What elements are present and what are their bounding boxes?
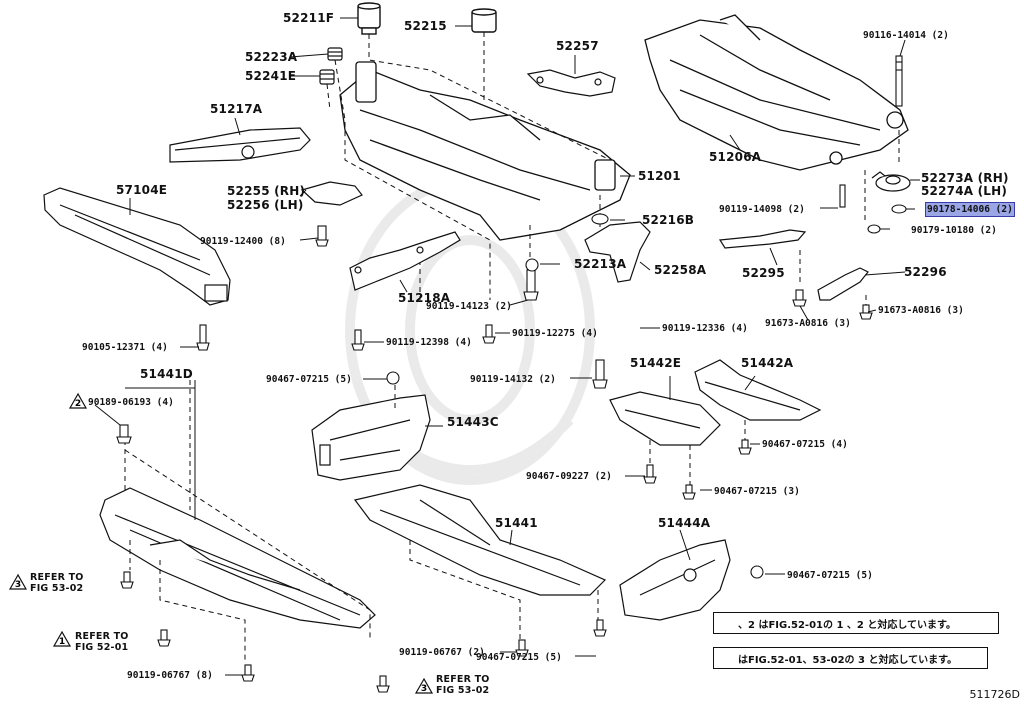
svg-text:3: 3	[15, 580, 21, 590]
crossmember-51201-shape[interactable]	[339, 61, 631, 241]
label-51201[interactable]: 51201	[638, 169, 681, 183]
fasteners-lower	[116, 371, 764, 693]
bolts-right	[792, 289, 873, 320]
label-52258A[interactable]: 52258A	[654, 263, 707, 277]
label-51444A[interactable]: 51444A	[658, 516, 711, 530]
label-90119-14123[interactable]: 90119-14123 (2)	[426, 301, 512, 312]
stopper-52223A-shape[interactable]	[327, 47, 343, 61]
label-52255[interactable]: 52255 (RH)	[227, 184, 306, 198]
ref-triangle-1: 1	[52, 630, 72, 647]
label-90178-14006-highlighted[interactable]: 90178-14006 (2)	[925, 202, 1015, 217]
label-51441[interactable]: 51441	[495, 516, 538, 530]
cover-51441-shape[interactable]	[353, 484, 607, 596]
label-91673-A0816-b[interactable]: 91673-A0816 (3)	[878, 305, 964, 316]
leader-lines-solid	[94, 17, 920, 676]
label-52296[interactable]: 52296	[904, 265, 947, 279]
label-51218A[interactable]: 51218A	[398, 291, 451, 305]
label-90119-14132[interactable]: 90119-14132 (2)	[470, 374, 556, 385]
rear-crossmember-51206A-shape[interactable]	[644, 14, 909, 171]
label-52273A[interactable]: 52273A (RH)	[921, 171, 1009, 185]
refer-fig-52-01[interactable]: REFER TO FIG 52-01	[75, 631, 129, 653]
refer-fig-53-02-a[interactable]: REFER TO FIG 53-02	[30, 572, 84, 594]
label-52216B[interactable]: 52216B	[642, 213, 695, 227]
label-90119-06767-8[interactable]: 90119-06767 (8)	[127, 670, 213, 681]
label-90467-07215-3[interactable]: 90467-07215 (3)	[714, 486, 800, 497]
cover-51442A-shape[interactable]	[694, 359, 822, 421]
label-52223A[interactable]: 52223A	[245, 50, 298, 64]
cover-51444A-shape[interactable]	[619, 539, 731, 621]
refer-fig-53-02-b[interactable]: REFER TO FIG 53-02	[436, 674, 490, 696]
note-box-2: はFIG.52-01、53-02の 3 と対応しています。	[713, 647, 988, 669]
refer-fig: FIG 53-02	[436, 685, 490, 696]
label-52215[interactable]: 52215	[404, 19, 447, 33]
label-52257[interactable]: 52257	[556, 39, 599, 53]
member-57104E-shape[interactable]	[43, 187, 231, 306]
refer-fig: FIG 53-02	[30, 583, 84, 594]
bushing-52211F-shape[interactable]	[357, 2, 381, 35]
cover-51442E-shape[interactable]	[609, 391, 721, 446]
label-51442E[interactable]: 51442E	[630, 356, 682, 370]
refer-fig: FIG 52-01	[75, 642, 129, 653]
label-90119-14098[interactable]: 90119-14098 (2)	[719, 204, 805, 215]
label-90119-06767-2[interactable]: 90119-06767 (2)	[399, 647, 485, 658]
label-90467-07215-a[interactable]: 90467-07215 (5)	[266, 374, 352, 385]
washer-shapes	[839, 184, 907, 234]
ref-triangle-3a: 3	[8, 573, 28, 590]
label-52295[interactable]: 52295	[742, 266, 785, 280]
label-90467-07215-c[interactable]: 90467-07215 (5)	[476, 652, 562, 663]
label-90467-07215-4[interactable]: 90467-07215 (4)	[762, 439, 848, 450]
bushing-52215-shape[interactable]	[471, 8, 497, 33]
label-90467-09227[interactable]: 90467-09227 (2)	[526, 471, 612, 482]
label-90467-07215-b[interactable]: 90467-07215 (5)	[787, 570, 873, 581]
label-52211F[interactable]: 52211F	[283, 11, 335, 25]
label-90189-06193[interactable]: 90189-06193 (4)	[88, 397, 174, 408]
svg-text:2: 2	[75, 399, 81, 409]
bracket-52257-shape[interactable]	[526, 69, 616, 97]
refer-text: REFER TO	[436, 674, 490, 685]
stay-52295-shape[interactable]	[718, 229, 807, 249]
label-52241E[interactable]: 52241E	[245, 69, 297, 83]
label-91673-A0816-a[interactable]: 91673-A0816 (3)	[765, 318, 851, 329]
bracket-52258A-shape[interactable]	[584, 221, 651, 283]
label-51206A[interactable]: 51206A	[709, 150, 762, 164]
label-51442A[interactable]: 51442A	[741, 356, 794, 370]
label-90119-12400[interactable]: 90119-12400 (8)	[200, 236, 286, 247]
note-box-1: 、2 はFIG.52-01の 1 、2 と対応しています。	[713, 612, 999, 634]
label-52213A[interactable]: 52213A	[574, 257, 627, 271]
label-51217A[interactable]: 51217A	[210, 102, 263, 116]
label-57104E[interactable]: 57104E	[116, 183, 168, 197]
label-90116-14014[interactable]: 90116-14014 (2)	[863, 30, 949, 41]
refer-text: REFER TO	[30, 572, 84, 583]
ref-triangle-2a: 2	[68, 392, 88, 409]
ref-triangle-3b: 3	[414, 677, 434, 694]
label-90119-12336[interactable]: 90119-12336 (4)	[662, 323, 748, 334]
label-90105-12371[interactable]: 90105-12371 (4)	[82, 342, 168, 353]
cover-51441D-shape[interactable]	[99, 487, 376, 629]
figure-id: 511726D	[969, 688, 1020, 701]
refer-text: REFER TO	[75, 631, 129, 642]
svg-text:3: 3	[421, 684, 427, 694]
stud-90116-shape[interactable]	[895, 55, 903, 107]
stay-52296-shape[interactable]	[817, 267, 869, 301]
label-90119-12275[interactable]: 90119-12275 (4)	[512, 328, 598, 339]
brace-51218A-shape[interactable]	[349, 231, 461, 291]
svg-text:1: 1	[59, 637, 65, 647]
label-51441D[interactable]: 51441D	[140, 367, 193, 381]
label-90119-12398[interactable]: 90119-12398 (4)	[386, 337, 472, 348]
leader-lines-right	[799, 130, 900, 305]
cover-51443C-shape[interactable]	[311, 394, 431, 481]
stopper-52241E-shape[interactable]	[319, 69, 335, 85]
cushion-52273A-shape[interactable]	[871, 171, 911, 192]
brace-51217A-shape[interactable]	[169, 127, 311, 163]
label-52274A[interactable]: 52274A (LH)	[921, 184, 1008, 198]
label-52256[interactable]: 52256 (LH)	[227, 198, 304, 212]
label-51443C[interactable]: 51443C	[447, 415, 499, 429]
label-90179-10180[interactable]: 90179-10180 (2)	[911, 225, 997, 236]
bracket-52255-shape[interactable]	[300, 181, 363, 206]
leader-lines-lower	[124, 380, 746, 660]
